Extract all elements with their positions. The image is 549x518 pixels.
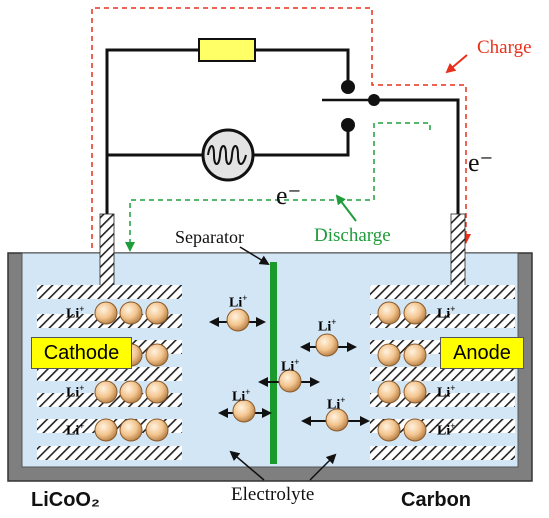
ion-2 <box>300 333 357 357</box>
switch-icon <box>341 80 380 132</box>
li-ion-label: Li+ <box>229 293 248 311</box>
charge-label: Charge <box>477 37 532 58</box>
li-ion-label: Li+ <box>66 304 85 322</box>
electrolyte-label: Electrolyte <box>231 484 315 505</box>
li-ion-label: Li+ <box>437 304 456 322</box>
discharge-path <box>125 122 431 252</box>
ion-5 <box>301 408 370 432</box>
li-ion-label: Li+ <box>66 383 85 401</box>
li-ion-label: Li+ <box>327 395 346 413</box>
electron-label-mid: e⁻ <box>276 181 302 210</box>
li-ion-label: Li+ <box>318 317 337 335</box>
cathode-electrode <box>37 285 182 460</box>
cathode-material-label: LiCoO₂ <box>31 489 100 511</box>
separator-label: Separator <box>175 227 244 247</box>
light-bulb-icon <box>201 128 255 182</box>
anode-material-label: Carbon <box>401 489 471 511</box>
li-ion-label: Li+ <box>437 383 456 401</box>
discharge-label: Discharge <box>314 225 391 246</box>
li-ion-label: Li+ <box>437 421 456 439</box>
electron-label-right: e⁻ <box>468 148 494 177</box>
ion-3 <box>258 369 320 393</box>
electrolyte-ions <box>209 308 370 432</box>
ion-1 <box>209 308 266 332</box>
anode-label-box: Anode <box>440 337 524 369</box>
cathode-label-box: Cathode <box>31 337 132 369</box>
li-ion-label: Li+ <box>232 387 251 405</box>
li-ion-label: Li+ <box>281 357 300 375</box>
separator-membrane <box>239 246 277 464</box>
electrolyte-pointers <box>229 450 337 481</box>
ion-4 <box>218 399 272 423</box>
anode-li-particles <box>377 301 427 442</box>
resistor-icon <box>198 38 256 62</box>
external-circuit <box>105 48 460 256</box>
li-ion-label: Li+ <box>66 421 85 439</box>
charge-path <box>91 7 471 248</box>
